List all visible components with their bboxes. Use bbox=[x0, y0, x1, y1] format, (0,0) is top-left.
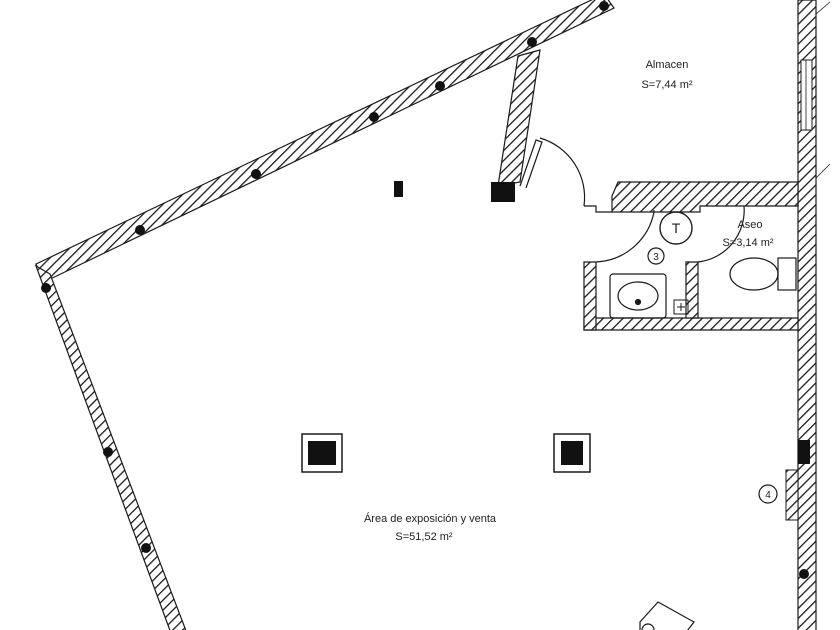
bathroom-walls bbox=[583, 181, 799, 331]
almacen-name: Almacen bbox=[646, 59, 689, 71]
bathroom-door-swing bbox=[595, 211, 655, 263]
small-post bbox=[394, 181, 403, 197]
wall-tick bbox=[815, 163, 831, 179]
interior-pillar bbox=[301, 433, 343, 473]
column bbox=[799, 569, 809, 579]
wall-right-vertical bbox=[797, 0, 817, 630]
partition-end-block bbox=[491, 182, 515, 202]
column bbox=[103, 447, 113, 457]
column bbox=[369, 112, 379, 122]
area-venta-area: S=51,52 m² bbox=[395, 531, 453, 543]
bathroom-inner-wall bbox=[685, 261, 699, 319]
marker-4-label: 4 bbox=[765, 490, 771, 501]
marker-t-label: T bbox=[672, 220, 681, 236]
column bbox=[135, 225, 145, 235]
wall-storage-partition bbox=[497, 49, 541, 187]
wall-panel bbox=[798, 440, 810, 464]
sink bbox=[609, 273, 667, 319]
bathroom-top-wall bbox=[611, 181, 799, 213]
bathroom-bottom-wall bbox=[583, 317, 799, 331]
marker-t: T bbox=[659, 211, 693, 245]
marker-3: 3 bbox=[647, 247, 665, 265]
aseo-name: Aseo bbox=[737, 219, 762, 231]
column bbox=[41, 283, 51, 293]
columns bbox=[41, 1, 809, 579]
area-venta-name: Área de exposición y venta bbox=[364, 512, 497, 525]
interior-pillar bbox=[553, 433, 591, 473]
column bbox=[251, 169, 261, 179]
column bbox=[599, 1, 609, 11]
column bbox=[141, 543, 151, 553]
wall-tick bbox=[815, 1, 831, 15]
window bbox=[800, 59, 813, 131]
marker-4: 4 bbox=[758, 484, 778, 504]
marker-3-label: 3 bbox=[653, 252, 659, 263]
column bbox=[527, 37, 537, 47]
outlet-box bbox=[673, 299, 689, 315]
column bbox=[435, 81, 445, 91]
wall-left-diagonal bbox=[34, 264, 187, 630]
equipment-box bbox=[639, 601, 695, 630]
radiator bbox=[785, 469, 799, 521]
bathroom-left-wall bbox=[583, 261, 597, 331]
toilet bbox=[729, 257, 797, 291]
toilet-door-swing bbox=[697, 205, 745, 263]
almacen-area: S=7,44 m² bbox=[641, 79, 692, 91]
bathroom-door-frame bbox=[584, 205, 612, 213]
aseo-area: S=3,14 m² bbox=[722, 237, 773, 249]
storage-door bbox=[519, 137, 586, 207]
